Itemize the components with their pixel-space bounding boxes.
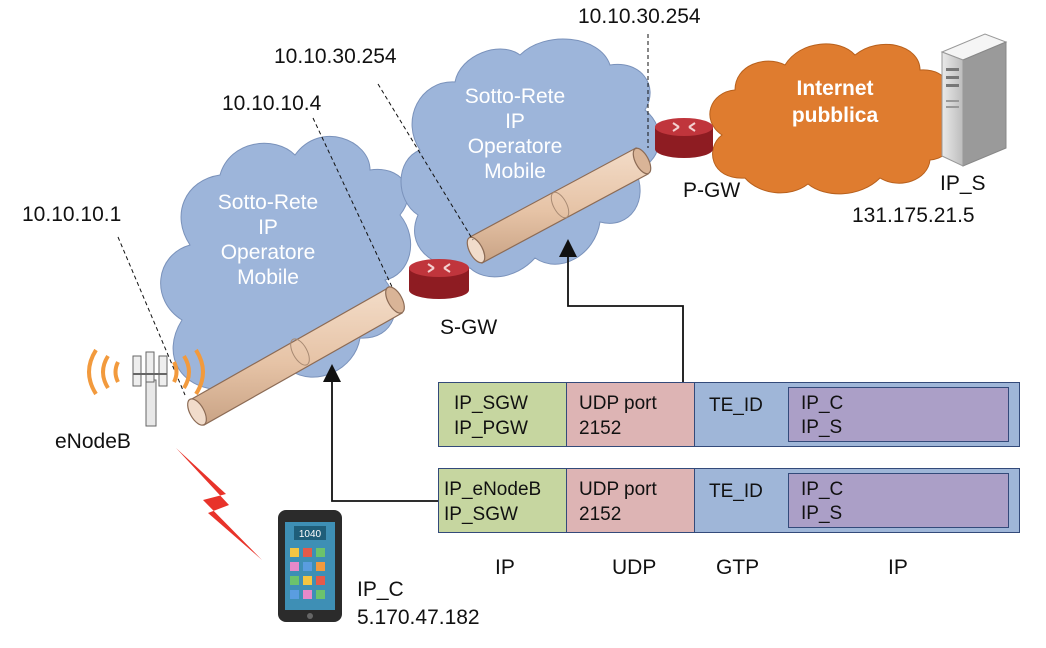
inner-ip-dst: IP_S bbox=[801, 417, 843, 438]
udp-header: UDP port 2152 bbox=[567, 469, 695, 532]
arrow-to-left-tunnel bbox=[323, 364, 438, 502]
client-ip-label: 5.170.47.182 bbox=[357, 606, 480, 629]
layer-label-inner-ip: IP bbox=[888, 556, 908, 579]
gtp-tunnel-left bbox=[187, 286, 405, 426]
smartphone-icon: 1040 bbox=[278, 510, 342, 622]
cloud-left-label: Sotto-Rete IP Operatore Mobile bbox=[198, 190, 338, 290]
app-grid bbox=[290, 548, 325, 599]
layer-label-ip: IP bbox=[495, 556, 515, 579]
inner-ip-dst: IP_S bbox=[801, 503, 843, 524]
cloud-right-line4: Mobile bbox=[484, 160, 546, 183]
internet-line2: pubblica bbox=[791, 104, 879, 127]
udp-header: UDP port 2152 bbox=[567, 383, 695, 446]
pgw-label: P-GW bbox=[683, 179, 741, 202]
address-label-pgw: 10.10.30.254 bbox=[578, 5, 701, 28]
address-leader-lines bbox=[117, 34, 649, 396]
cloud-left-line4: Mobile bbox=[237, 266, 299, 289]
server-name-label: IP_S bbox=[940, 172, 986, 195]
address-label-sgw-right: 10.10.30.254 bbox=[274, 45, 397, 68]
sgw-label: S-GW bbox=[440, 316, 498, 339]
leader-enb bbox=[117, 236, 186, 396]
ip-dst: IP_PGW bbox=[454, 418, 528, 439]
server-ip-label: 131.175.21.5 bbox=[852, 204, 975, 227]
gtp-header: TE_ID bbox=[695, 469, 1019, 532]
enodeb-label: eNodeB bbox=[55, 430, 131, 453]
packet-enodeb-sgw: IP_eNodeB IP_SGW UDP port 2152 TE_ID IP_… bbox=[438, 468, 1020, 533]
gtp-header: TE_ID bbox=[695, 383, 1019, 446]
leader-sgw-right bbox=[377, 83, 474, 241]
gtp-teid: TE_ID bbox=[709, 481, 763, 502]
ip-src: IP_SGW bbox=[454, 393, 528, 414]
cloud-right-line3: Operatore bbox=[467, 135, 563, 158]
internet-label: Internet pubblica bbox=[760, 75, 910, 129]
cloud-right-label: Sotto-Rete IP Operatore Mobile bbox=[445, 84, 585, 184]
cloud-subnet-right bbox=[400, 38, 660, 278]
enodeb-antenna-icon bbox=[87, 348, 205, 427]
packet-sgw-pgw: IP_SGW IP_PGW UDP port 2152 TE_ID IP_C I… bbox=[438, 382, 1020, 447]
ip-src: IP_eNodeB bbox=[444, 479, 542, 500]
internet-line1: Internet bbox=[796, 77, 874, 100]
outer-ip-header: IP_eNodeB IP_SGW bbox=[439, 469, 567, 532]
address-label-enodeb: 10.10.10.1 bbox=[22, 203, 122, 226]
internet-cloud bbox=[709, 43, 957, 195]
layer-label-udp: UDP bbox=[612, 556, 657, 579]
cloud-right-line1: Sotto-Rete bbox=[464, 85, 566, 108]
inner-ip-src: IP_C bbox=[801, 479, 844, 500]
outer-ip-header: IP_SGW IP_PGW bbox=[439, 383, 567, 446]
cloud-left-line3: Operatore bbox=[220, 241, 316, 264]
cloud-right-line2: IP bbox=[505, 110, 525, 133]
cloud-left-line1: Sotto-Rete bbox=[217, 191, 319, 214]
address-label-sgw-left: 10.10.10.4 bbox=[222, 92, 322, 115]
sgw-router-icon bbox=[409, 259, 469, 299]
udp-port-label: UDP port bbox=[579, 479, 657, 500]
packet-arrows bbox=[323, 239, 684, 502]
pgw-router-icon bbox=[655, 118, 713, 158]
inner-ip-packet: IP_C IP_S bbox=[788, 473, 1009, 528]
gtp-tunnel-right bbox=[466, 147, 652, 264]
client-name-label: IP_C bbox=[357, 578, 404, 601]
inner-ip-src: IP_C bbox=[801, 393, 844, 414]
cloud-left-line2: IP bbox=[258, 216, 278, 239]
udp-port-value: 2152 bbox=[579, 504, 622, 525]
inner-ip-packet: IP_C IP_S bbox=[788, 387, 1009, 442]
udp-port-label: UDP port bbox=[579, 393, 657, 414]
arrow-to-right-tunnel bbox=[559, 239, 684, 382]
gtp-teid: TE_ID bbox=[709, 395, 763, 416]
layer-label-gtp: GTP bbox=[716, 556, 760, 579]
radio-link-bolt-icon bbox=[176, 448, 262, 560]
udp-port-value: 2152 bbox=[579, 418, 622, 439]
server-icon bbox=[940, 33, 1008, 167]
ip-dst: IP_SGW bbox=[444, 504, 518, 525]
leader-sgw-left bbox=[312, 117, 394, 290]
phone-clock: 1040 bbox=[299, 529, 322, 540]
